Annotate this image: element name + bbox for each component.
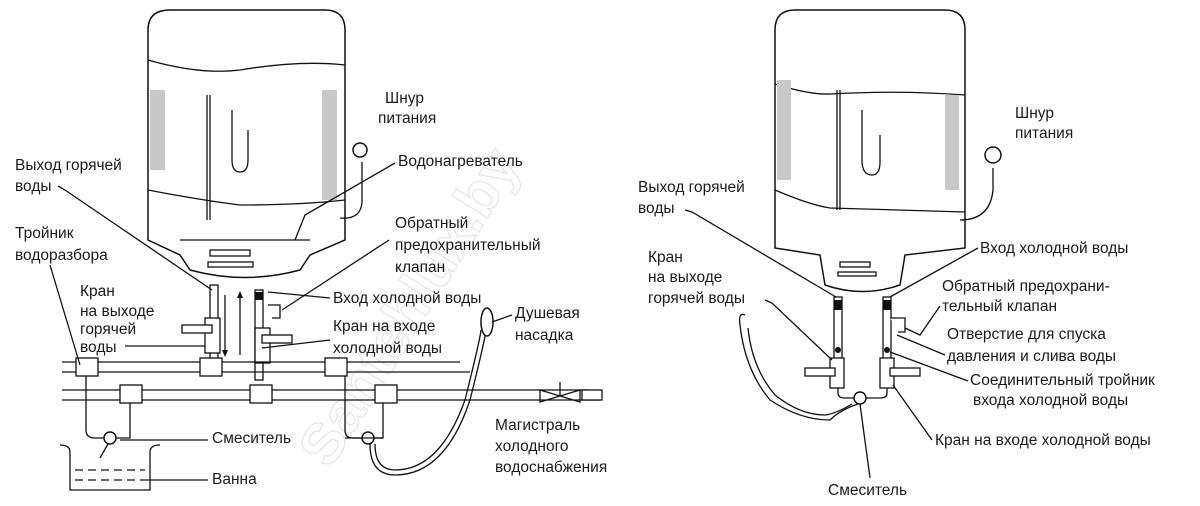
label-cold-tap-1: Кран на входе — [333, 318, 435, 335]
label-cold-inlet: Вход холодной воды — [980, 240, 1128, 257]
label-power-cord-1: Шнур — [1015, 105, 1054, 122]
label-shower-2: насадка — [515, 327, 574, 344]
label-hot-tap-1: Кран — [648, 249, 683, 266]
label-heater: Водонагреватель — [398, 153, 523, 170]
label-hot-tap-2: на выходе — [648, 269, 722, 286]
right-labels: Шнур питания Выход горячей воды Кран на … — [638, 105, 1155, 499]
right-water-heater — [774, 9, 966, 293]
label-shower-1: Душевая — [515, 305, 580, 322]
label-power-cord-2: питания — [1015, 125, 1073, 142]
left-water-heater — [147, 9, 346, 279]
label-check-valve-2: предохранительный — [395, 237, 541, 254]
label-main-1: Магистраль — [495, 417, 580, 434]
power-cord — [959, 168, 994, 221]
label-power-cord-2: питания — [378, 110, 436, 127]
left-leader-lines — [49, 162, 513, 481]
label-drain-1: Отверстие для спуска — [947, 326, 1106, 343]
label-cold-tap: Кран на входе холодной воды — [935, 432, 1151, 449]
plug-icon — [352, 142, 368, 158]
label-tee-1: Тройник — [15, 225, 74, 242]
label-tee-2: водоразбора — [15, 247, 108, 264]
label-main-3: водоснабжения — [495, 459, 607, 476]
label-hot-tap-4: воды — [80, 339, 117, 356]
label-hot-tap-1: Кран — [80, 283, 115, 300]
label-bath: Ванна — [212, 471, 257, 488]
label-cold-tap-2: холодной воды — [333, 340, 442, 357]
label-check-valve-1: Обратный предохрани- — [942, 278, 1110, 295]
label-hot-outlet-1: Выход горячей — [15, 157, 122, 174]
label-tee-2: входа холодной воды — [973, 392, 1128, 409]
label-check-valve-2: тельный клапан — [942, 298, 1057, 315]
label-drain-2: давления и слива воды — [947, 348, 1116, 365]
right-plumbing — [738, 296, 921, 421]
label-hot-tap-3: горячей — [80, 321, 136, 338]
label-power-cord-1: Шнур — [385, 90, 424, 107]
label-hot-outlet-2: воды — [15, 178, 52, 195]
label-check-valve-1: Обратный — [395, 215, 468, 232]
left-labels: Шнур питания Водонагреватель Выход горяч… — [15, 90, 607, 488]
label-mixer: Смеситель — [828, 482, 907, 499]
right-leader-lines — [684, 209, 979, 479]
label-tee-1: Соединительный тройник — [970, 372, 1155, 389]
label-check-valve-3: клапан — [395, 259, 445, 276]
label-hot-tap-2: на выходе — [80, 303, 154, 320]
label-hot-tap-3: горячей воды — [648, 290, 745, 307]
label-main-2: холодного — [495, 438, 569, 455]
left-plumbing — [59, 284, 603, 491]
label-cold-inlet: Вход холодной воды — [333, 290, 481, 307]
power-cord — [339, 162, 363, 219]
label-mixer: Смеситель — [212, 430, 291, 447]
label-hot-outlet-2: воды — [638, 200, 675, 217]
label-hot-outlet-1: Выход горячей — [638, 179, 745, 196]
plug-icon — [984, 146, 1002, 164]
